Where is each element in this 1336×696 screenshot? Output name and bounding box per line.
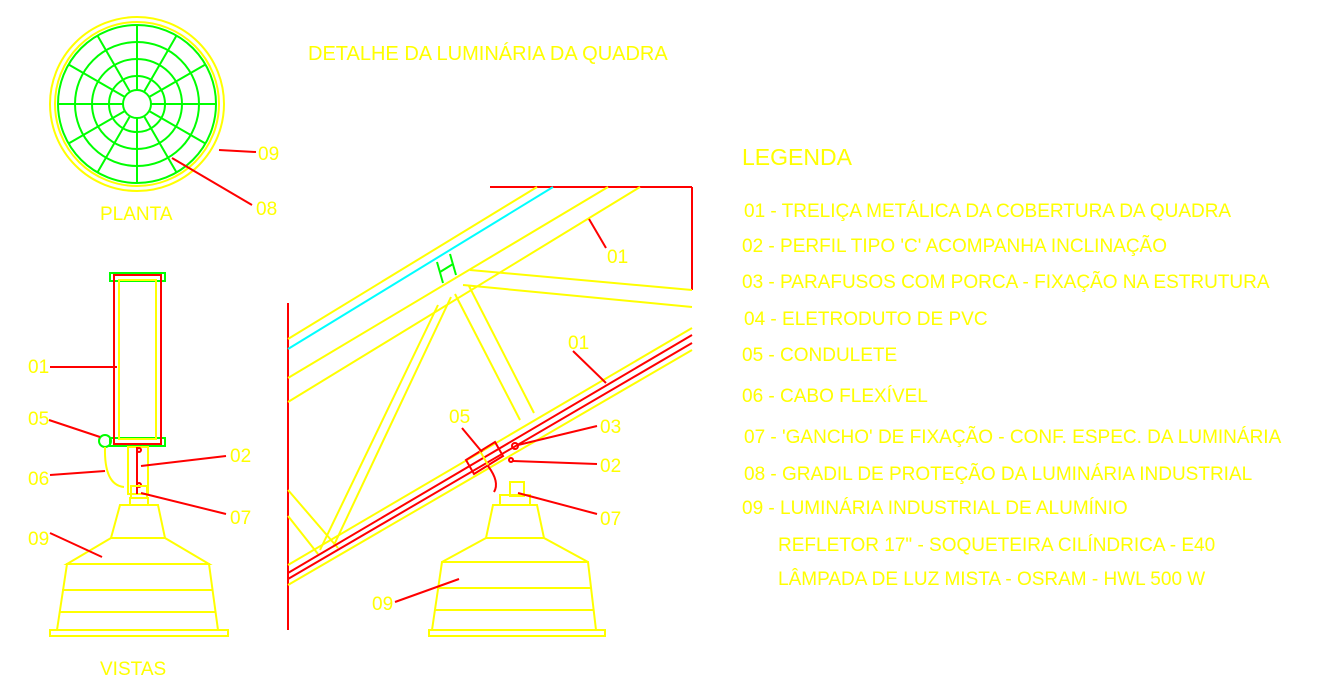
truss-upper-chord	[287, 186, 641, 403]
right-elevation-view: 01 01 05 03 02 07 09	[287, 186, 693, 637]
callout-01-left: 01	[28, 357, 49, 378]
callout-02-left: 02	[230, 446, 251, 467]
views-label: VISTAS	[100, 659, 166, 680]
callout-08-plan: 08	[256, 199, 277, 220]
leader-06-left	[49, 470, 106, 476]
callout-01-lower: 01	[568, 333, 589, 354]
callout-09-left: 09	[28, 529, 49, 550]
condulete-05-right	[464, 440, 505, 476]
leader-05-right	[461, 427, 483, 453]
leader-03-right	[517, 425, 598, 446]
leader-07-right	[517, 492, 598, 515]
plan-label: PLANTA	[100, 204, 173, 225]
guard-grid	[57, 24, 217, 184]
leader-02-right	[512, 460, 598, 465]
callout-06-left: 06	[28, 469, 49, 490]
callout-05-right: 05	[449, 407, 470, 428]
drawing-title: DETALHE DA LUMINÁRIA DA QUADRA	[308, 42, 668, 65]
callout-05-left: 05	[28, 409, 49, 430]
truss-section	[113, 274, 162, 445]
callout-07-left: 07	[230, 508, 251, 529]
leader-02-left	[140, 455, 227, 467]
callout-07-right: 07	[600, 509, 621, 530]
truss-web	[287, 269, 693, 555]
legend-item: 07 - 'GANCHO' DE FIXAÇÃO - CONF. ESPEC. …	[744, 426, 1282, 448]
leader-01-lower	[572, 350, 607, 384]
leader-09-left	[49, 532, 103, 558]
flexible-cable	[103, 446, 125, 488]
legend: LEGENDA 01 - TRELIÇA METÁLICA DA COBERTU…	[742, 144, 1282, 590]
callout-09-plan: 09	[258, 144, 279, 165]
legend-item: 06 - CABO FLEXÍVEL	[742, 386, 928, 407]
guard-spokes	[58, 25, 216, 183]
leader-01-upper	[588, 218, 607, 249]
callout-02-right: 02	[600, 456, 621, 477]
leader-09-plan	[218, 149, 257, 153]
luminaire-plan-outline	[49, 16, 225, 192]
callout-01-upper: 01	[607, 247, 628, 268]
legend-item: 02 - PERFIL TIPO 'C' ACOMPANHA INCLINAÇÃ…	[742, 235, 1167, 257]
legend-item: 04 - ELETRODUTO DE PVC	[744, 309, 988, 330]
leader-07-left	[140, 492, 227, 515]
luminaire-09	[49, 497, 229, 637]
legend-item-continuation: REFLETOR 17" - SOQUETEIRA CILÍNDRICA - E…	[778, 535, 1215, 556]
legend-item: 05 - CONDULETE	[742, 345, 897, 366]
c-profile-section	[436, 253, 457, 284]
legend-item: 09 - LUMINÁRIA INDUSTRIAL DE ALUMÍNIO	[742, 498, 1128, 519]
flexible-cable-right	[487, 465, 497, 493]
legend-heading: LEGENDA	[742, 144, 853, 170]
leader-08-plan	[171, 157, 253, 206]
luminaire-09-right	[428, 494, 606, 637]
callout-09-right: 09	[372, 594, 393, 615]
conduit-04	[287, 334, 693, 580]
bolt-03	[511, 442, 519, 450]
leader-09-right	[394, 578, 460, 603]
plan-view: 09 08 PLANTA	[49, 16, 279, 225]
left-elevation-view: 01 05 06 02 07 09 VISTAS	[28, 272, 251, 680]
structure-bounds	[287, 186, 693, 630]
legend-item: 03 - PARAFUSOS COM PORCA - FIXAÇÃO NA ES…	[742, 271, 1270, 293]
leader-05-left	[48, 419, 101, 438]
callout-03-right: 03	[600, 417, 621, 438]
legend-item: 08 - GRADIL DE PROTEÇÃO DA LUMINÁRIA IND…	[744, 463, 1252, 485]
legend-item-continuation: LÂMPADA DE LUZ MISTA - OSRAM - HWL 500 W	[778, 568, 1205, 590]
bolt-02	[508, 457, 514, 463]
truss-lower-chord	[287, 327, 693, 586]
legend-item: 01 - TRELIÇA METÁLICA DA COBERTURA DA QU…	[744, 201, 1231, 222]
